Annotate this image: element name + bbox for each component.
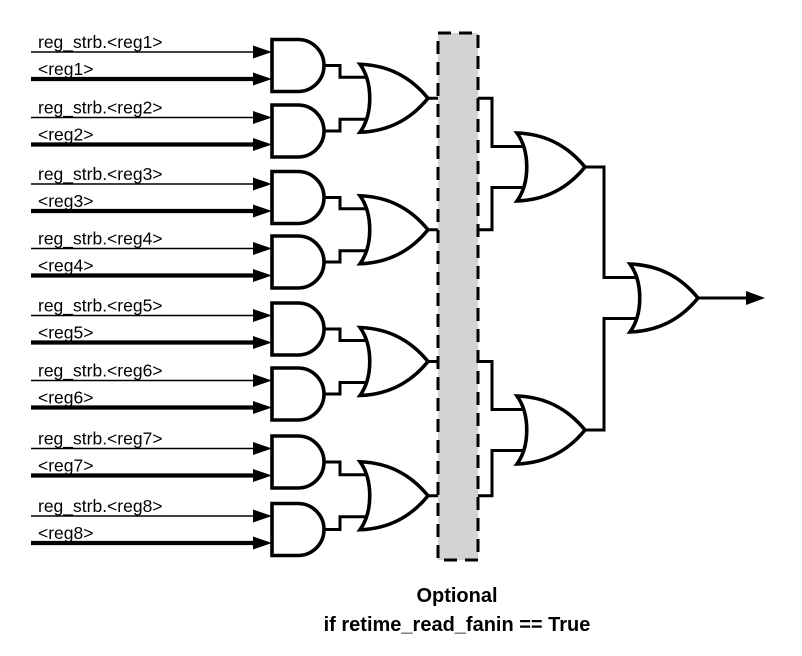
wire <box>322 117 371 133</box>
wire <box>322 381 371 396</box>
input-arrowhead-icon <box>253 242 272 255</box>
input-arrowhead-icon <box>253 204 272 218</box>
input-strobe-label: reg_strb.<reg8> <box>38 496 163 517</box>
wire <box>322 249 371 264</box>
input-strobe-label: reg_strb.<reg1> <box>38 32 163 53</box>
input-strobe-label: reg_strb.<reg2> <box>38 98 163 119</box>
input-arrowhead-icon <box>253 374 272 387</box>
input-arrowhead-icon <box>253 269 272 282</box>
wire <box>583 317 641 432</box>
input-arrowhead-icon <box>253 442 272 455</box>
input-value-label: <reg8> <box>38 523 93 543</box>
input-strobe-label: reg_strb.<reg7> <box>38 429 163 450</box>
wire <box>322 460 371 477</box>
input-arrowhead-icon <box>253 111 272 124</box>
wire <box>583 165 641 279</box>
or-gate-level1 <box>356 193 431 266</box>
retime-register-box <box>436 31 480 562</box>
and-gate <box>270 301 326 357</box>
input-arrowhead-icon <box>253 177 272 191</box>
input-strobe-label: reg_strb.<reg6> <box>38 361 163 382</box>
input-arrowhead-icon <box>253 45 272 59</box>
input-value-label: <reg5> <box>38 323 93 343</box>
or-gate-level2 <box>513 394 588 466</box>
and-gate <box>270 169 326 226</box>
caption-optional: Optional <box>416 585 497 607</box>
input-value-label: <reg7> <box>38 456 93 476</box>
input-arrowhead-icon <box>253 401 272 414</box>
input-arrowhead-icon <box>253 469 272 482</box>
and-gate <box>270 434 326 490</box>
input-arrowhead-icon <box>253 509 272 523</box>
output-arrowhead-icon <box>746 291 765 305</box>
retime-box-layer <box>436 31 480 562</box>
input-arrowhead-icon <box>253 72 272 86</box>
wire <box>478 449 528 498</box>
or-gate-level2 <box>513 131 588 203</box>
and-gate <box>270 366 326 422</box>
input-arrowhead-icon <box>253 309 272 322</box>
wire <box>322 327 371 342</box>
and-gate <box>270 501 326 558</box>
input-value-label: <reg3> <box>38 191 93 211</box>
input-arrowhead-icon <box>253 138 272 151</box>
wire <box>322 64 371 79</box>
or-gate-final <box>626 262 701 334</box>
and-gate <box>270 234 326 290</box>
input-strobe-label: reg_strb.<reg5> <box>38 296 163 317</box>
or-gate-level1 <box>356 62 431 135</box>
wires-layer <box>31 45 765 550</box>
caption-condition: if retime_read_fanin == True <box>324 614 591 636</box>
wire <box>478 360 528 411</box>
input-value-label: <reg4> <box>38 256 93 276</box>
input-value-label: <reg1> <box>38 59 93 79</box>
wire <box>322 515 371 531</box>
input-value-label: <reg2> <box>38 125 93 145</box>
input-arrowhead-icon <box>253 336 272 349</box>
wire <box>478 186 528 232</box>
and-gate <box>270 103 326 159</box>
or-gate-level1 <box>356 325 431 398</box>
input-value-label: <reg6> <box>38 388 93 408</box>
input-strobe-label: reg_strb.<reg3> <box>38 164 163 185</box>
input-arrowhead-icon <box>253 536 272 550</box>
wire <box>478 96 528 148</box>
input-strobe-label: reg_strb.<reg4> <box>38 229 163 250</box>
or-gate-level1 <box>356 459 431 532</box>
wire <box>322 196 371 211</box>
gates-layer <box>270 37 701 558</box>
labels-layer: reg_strb.<reg1> <reg1> reg_strb.<reg2> <reg… <box>38 32 163 543</box>
and-gate <box>270 37 326 94</box>
